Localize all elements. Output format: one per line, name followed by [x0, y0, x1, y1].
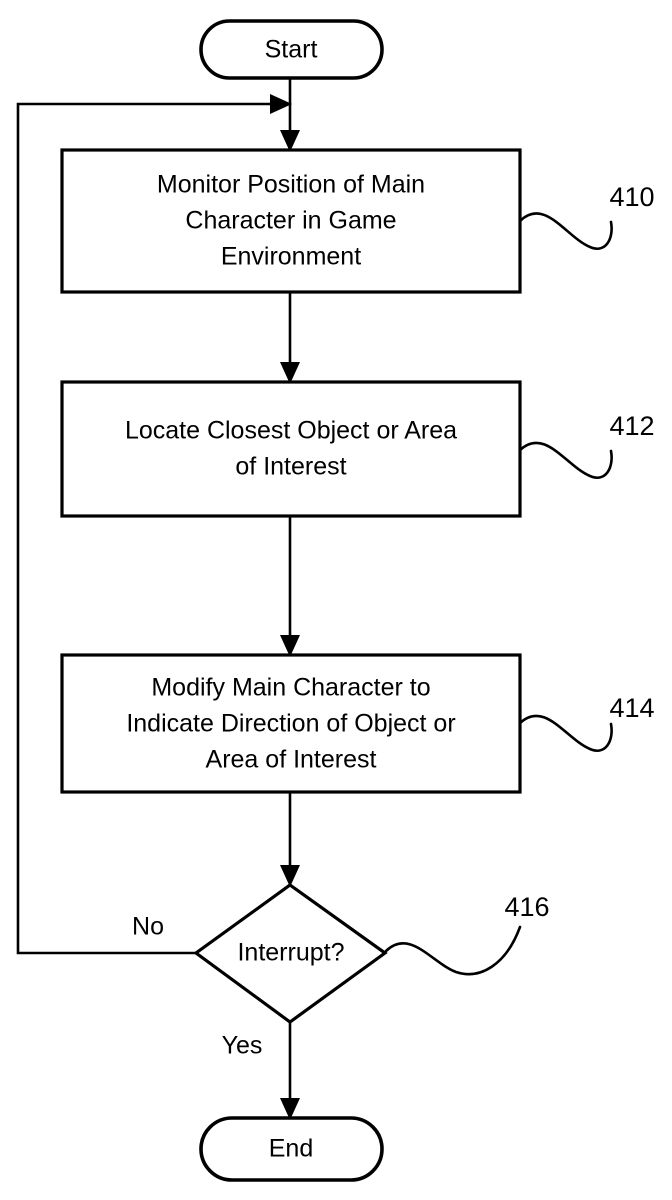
edge-label-yes: Yes	[222, 1032, 263, 1060]
connector-feedback-loop	[16, 102, 273, 955]
process-410-line-1: Monitor Position of Main	[157, 171, 425, 199]
end-terminator	[199, 1116, 384, 1182]
arrowhead-into-412	[280, 362, 300, 384]
arrowhead-into-416	[280, 865, 300, 887]
process-412-line-2: of Interest	[235, 453, 346, 481]
arrowhead-feedback-join	[270, 94, 292, 114]
decision-416-label: Interrupt?	[237, 939, 344, 967]
process-414-line-3: Area of Interest	[206, 746, 377, 774]
ref-number-410: 410	[609, 182, 654, 212]
leader-line-414	[518, 714, 613, 752]
arrowhead-into-end	[280, 1098, 300, 1120]
process-412-line-1: Locate Closest Object or Area	[125, 417, 457, 445]
process-414-line-2: Indicate Direction of Object or	[126, 710, 455, 738]
process-414-line-1: Modify Main Character to	[151, 674, 430, 702]
process-box-412	[60, 380, 522, 518]
arrowhead-into-410	[280, 130, 300, 152]
process-410-line-2: Character in Game	[185, 207, 396, 235]
start-label: Start	[265, 36, 318, 64]
leader-line-416	[384, 925, 522, 976]
leader-line-412	[518, 441, 613, 479]
arrowhead-into-414	[280, 635, 300, 657]
process-410-line-3: Environment	[221, 243, 361, 271]
edge-label-no: No	[132, 913, 164, 941]
decision-diamond-416	[193, 883, 388, 1024]
process-box-410	[60, 148, 522, 294]
start-terminator	[199, 19, 384, 80]
ref-number-412: 412	[609, 411, 654, 441]
ref-number-416: 416	[504, 892, 549, 922]
end-label: End	[269, 1135, 313, 1163]
ref-number-414: 414	[609, 693, 654, 723]
leader-line-410	[518, 212, 613, 250]
